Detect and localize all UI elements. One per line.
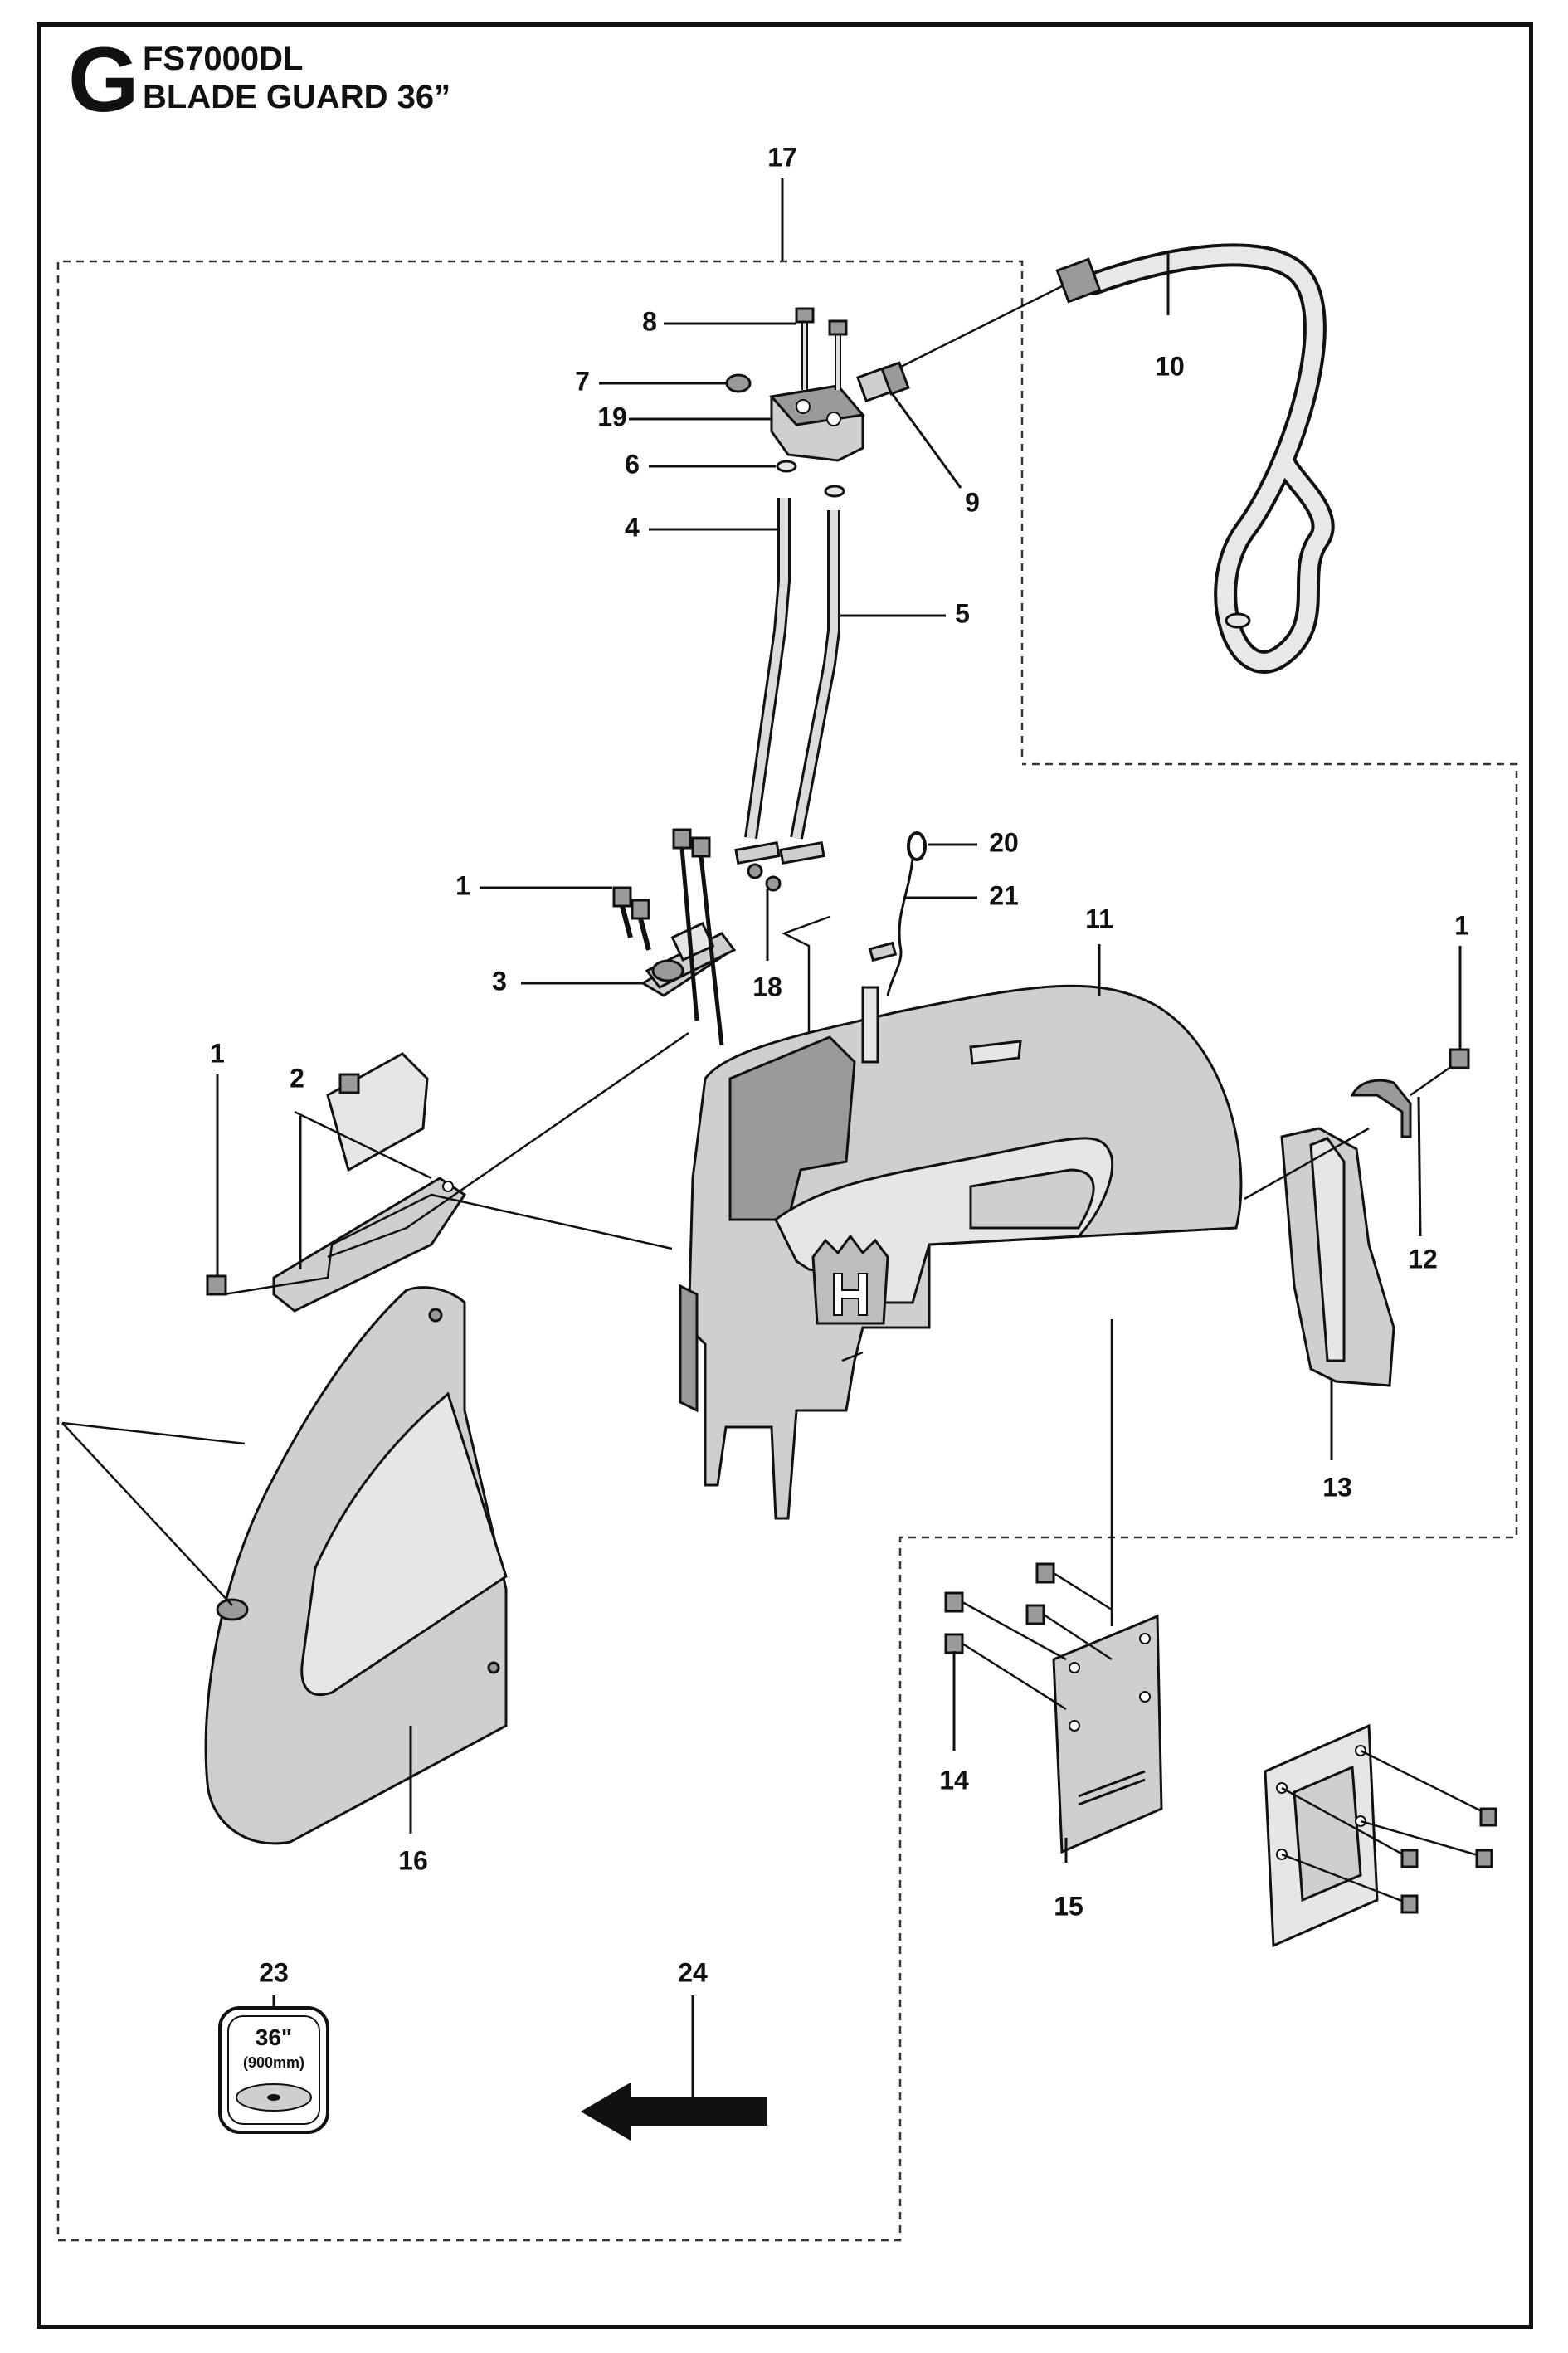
water-fitting [856, 361, 910, 403]
callout-13: 13 [1322, 1472, 1352, 1502]
mounting-plate [1052, 1614, 1163, 1854]
callout-3: 3 [492, 966, 507, 996]
callout-1-right: 1 [1454, 910, 1469, 940]
decal-metric-text: (900mm) [243, 2054, 304, 2071]
clip-leader [1410, 1064, 1453, 1097]
pipe-leader [781, 915, 830, 1045]
mounting-plate-rear-view [1264, 1723, 1497, 1948]
callout-2: 2 [290, 1063, 304, 1093]
callout-11: 11 [1085, 904, 1113, 933]
plug [725, 373, 752, 393]
callout-6: 6 [625, 449, 640, 479]
callout-15: 15 [1054, 1891, 1083, 1921]
callout-20: 20 [989, 827, 1019, 857]
callout-16: 16 [398, 1845, 428, 1875]
hose-connection-line [879, 285, 1063, 379]
plate-screws [944, 1562, 1113, 1711]
retaining-cable [868, 831, 927, 996]
bolt-1-left [206, 1274, 227, 1296]
washer-left [776, 460, 797, 473]
clip-12 [1350, 1079, 1412, 1138]
callout-14: 14 [939, 1765, 969, 1795]
front-guard-leader-upper [61, 1421, 246, 1445]
model-number: FS7000DL [143, 41, 304, 77]
washer-right [824, 485, 845, 498]
hinge-leader [327, 1031, 689, 1259]
husqvarna-crown-logo [811, 1234, 889, 1325]
nut-18b [765, 875, 782, 892]
front-guard-leader-lower [61, 1422, 233, 1606]
callout-24: 24 [678, 1957, 708, 1987]
callout-19: 19 [597, 402, 627, 431]
callout-21: 21 [989, 880, 1019, 910]
assembly-boundary-17 [56, 260, 1518, 2242]
side-cover-leader [1244, 1127, 1370, 1201]
front-guard-cover [204, 1286, 508, 1845]
callout-5: 5 [955, 598, 970, 628]
side-cover-13 [1280, 1127, 1395, 1387]
callout-12: 12 [1408, 1244, 1438, 1274]
decal-size-text: 36" [256, 2024, 292, 2050]
diagram-title: FS7000DL BLADE GUARD 36” [143, 40, 450, 116]
water-pipe-5 [779, 510, 840, 865]
screws-8 [795, 307, 848, 390]
bolt-1-right [1449, 1048, 1470, 1069]
main-blade-guard [679, 984, 1243, 1520]
nut-18a [747, 863, 763, 879]
bracket-leader [223, 1193, 673, 1296]
callout-17: 17 [767, 142, 797, 172]
water-hose [1055, 243, 1335, 674]
leader-9 [888, 389, 962, 489]
page-frame [37, 22, 1533, 2329]
callout-1-left: 1 [210, 1038, 225, 1068]
nozzle-block [769, 384, 865, 462]
callout-9: 9 [965, 487, 980, 517]
assembly-name: BLADE GUARD 36” [143, 79, 451, 115]
callout-23: 23 [259, 1957, 289, 1987]
callout-4: 4 [625, 512, 640, 542]
leader-12 [1417, 1096, 1422, 1237]
arrow-left-icon [581, 2083, 767, 2141]
callout-1-hinge: 1 [455, 870, 470, 900]
hinge-screws [612, 828, 724, 1046]
water-pipe-4 [734, 498, 791, 865]
callout-10: 10 [1155, 351, 1185, 381]
blade-size-decal: 36" (900mm) [218, 2006, 329, 2134]
section-letter: G [68, 29, 139, 131]
callout-7: 7 [575, 366, 590, 396]
callout-18: 18 [752, 972, 782, 1001]
callout-8: 8 [642, 306, 657, 336]
